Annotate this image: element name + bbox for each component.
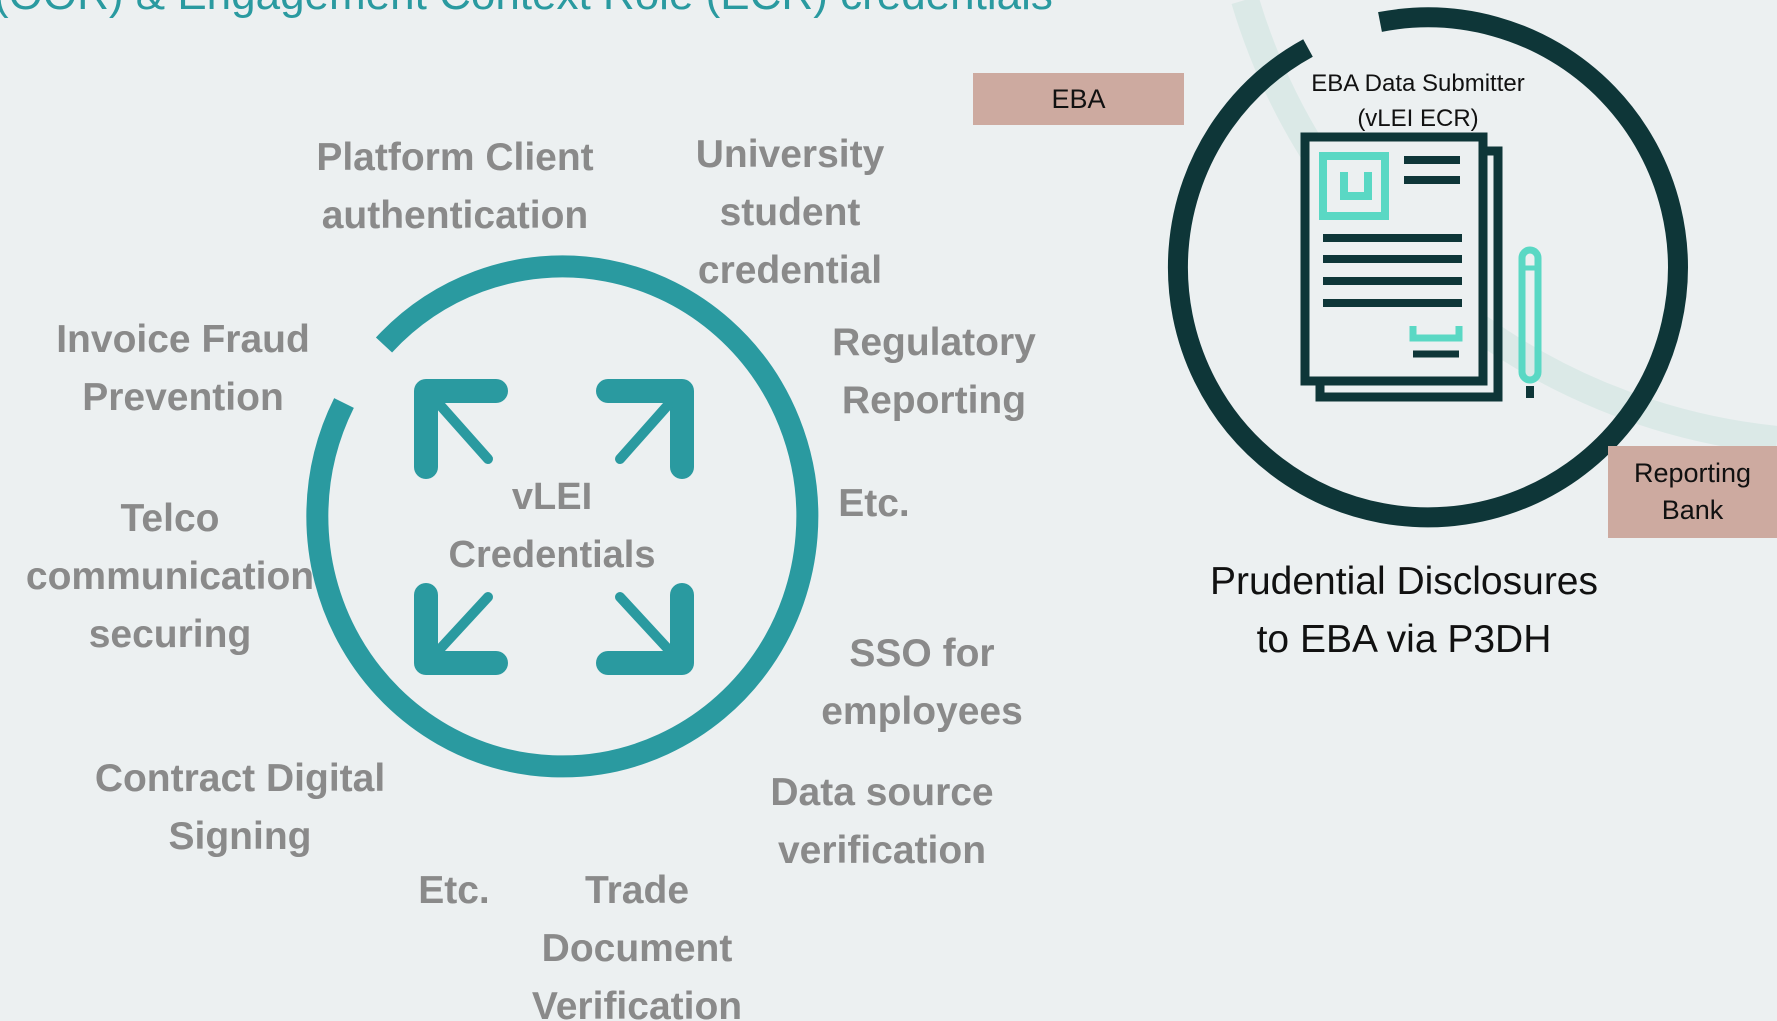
use-case-line: Prevention [82, 376, 284, 419]
use-case-line: Trade [584, 869, 690, 912]
use-case-data-source-verification: Data source verification [770, 764, 993, 880]
eba-tag: EBA [973, 73, 1184, 125]
use-case-etc-bottom: Etc. [418, 862, 490, 920]
use-case-line: Data source [770, 771, 994, 814]
use-case-line: authentication [321, 194, 589, 237]
center-label-line1: vLEI [511, 476, 593, 518]
use-case-platform-client-auth: Platform Client authentication [316, 129, 593, 245]
eba-ring [1167, 7, 1688, 528]
use-case-line: Telco [120, 497, 220, 540]
use-case-line: Etc. [418, 869, 490, 912]
expand-arrows-icon [414, 379, 694, 675]
use-case-line: communication [25, 555, 315, 598]
eba-data-submitter-label: EBA Data Submitter (vLEI ECR) [1311, 66, 1524, 136]
use-case-line: SSO for [849, 632, 995, 675]
use-case-line: University [695, 133, 885, 176]
vlei-credentials-label: vLEI Credentials [449, 468, 656, 584]
disclosure-line1: Prudential Disclosures [1209, 560, 1599, 603]
submitter-line1: EBA Data Submitter [1311, 70, 1525, 97]
use-case-sso-employees: SSO for employees [821, 625, 1023, 741]
use-case-line: verification [777, 829, 987, 872]
use-case-line: Document [541, 927, 733, 970]
use-case-line: Regulatory [832, 321, 1036, 364]
use-case-line: credential [697, 249, 883, 292]
prudential-disclosures-caption: Prudential Disclosures to EBA via P3DH [1210, 553, 1598, 669]
use-case-line: Contract Digital [94, 757, 386, 800]
use-case-line: Signing [168, 815, 312, 858]
slide-header-title: (OOR) & Engagement Context Role (ECR) cr… [0, 0, 1053, 20]
disclosure-line2: to EBA via P3DH [1256, 618, 1552, 661]
reporting-bank-line1: Reporting [1633, 458, 1752, 488]
use-case-line: Platform Client [316, 136, 594, 179]
use-case-line: securing [88, 613, 252, 656]
use-case-line: Invoice Fraud [56, 318, 310, 361]
reporting-bank-line2: Bank [1661, 495, 1724, 525]
submitter-line2: (vLEI ECR) [1357, 105, 1479, 132]
use-case-telco-securing: Telco communication securing [26, 490, 314, 664]
use-case-etc-right: Etc. [838, 475, 910, 533]
use-case-line: Verification [531, 985, 743, 1021]
use-case-line: employees [821, 690, 1023, 733]
use-case-line: Etc. [838, 482, 910, 525]
document-with-pen-icon [1300, 132, 1542, 402]
use-case-line: Reporting [841, 379, 1027, 422]
center-label-line2: Credentials [448, 534, 656, 576]
reporting-bank-tag: Reporting Bank [1608, 446, 1777, 538]
use-case-line: student [719, 191, 861, 234]
use-case-university-credential: University student credential [696, 126, 885, 300]
vlei-ring [306, 255, 819, 778]
